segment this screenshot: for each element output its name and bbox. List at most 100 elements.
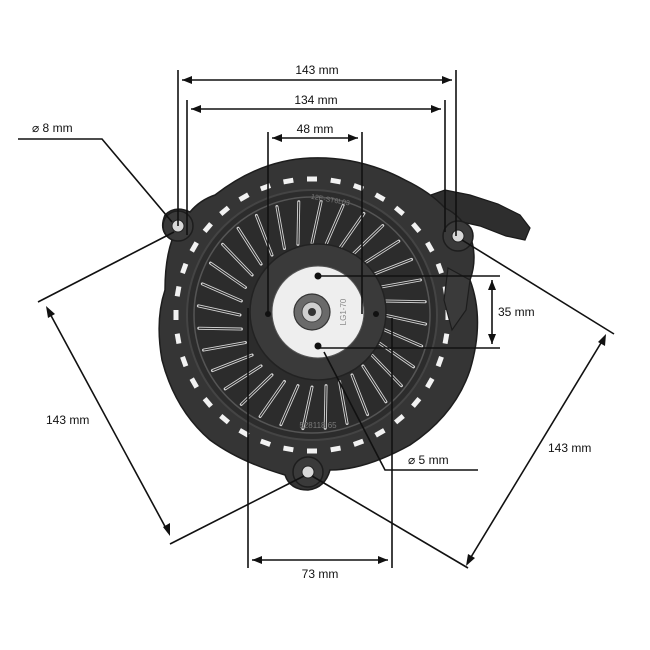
vent-slot	[393, 414, 405, 425]
rib-shadow	[255, 215, 273, 256]
arrow-right-diag-bottom	[466, 554, 475, 566]
vent-slot	[283, 177, 294, 185]
vent-slot	[202, 222, 213, 234]
rib-shadow	[383, 314, 426, 325]
vent-slot	[442, 333, 450, 344]
arrow-left-diag-bottom	[163, 523, 170, 536]
arrow-48-right	[348, 134, 358, 142]
label-small-hole-diameter: ⌀ 5 mm	[408, 453, 449, 467]
rib-shadow	[371, 258, 412, 276]
ext-line-left-diag-bottom	[169, 475, 305, 545]
label-bottom-span: 73 mm	[302, 567, 339, 581]
rib-shadow	[382, 300, 426, 303]
rib-shadow	[302, 386, 313, 429]
vent-slot	[307, 176, 317, 182]
mount-hole-bottom	[301, 465, 315, 479]
arrow-143-left	[182, 76, 192, 84]
rib-shadow	[311, 201, 322, 244]
vent-slot	[173, 310, 179, 320]
dim-line-left-diag	[47, 309, 169, 533]
rib-shadow	[362, 365, 387, 403]
vent-slot	[189, 377, 199, 389]
vent-slot	[425, 241, 435, 253]
rib-shadow	[237, 227, 262, 265]
rib-shadow	[210, 262, 246, 288]
arrow-left-diag-top	[46, 306, 55, 318]
vent-slot	[411, 222, 422, 234]
vent-slot	[180, 262, 189, 275]
vent-slot	[435, 355, 444, 368]
vent-slot	[425, 377, 435, 389]
vent-slot	[435, 262, 444, 275]
label-width-inner: 134 mm	[294, 93, 337, 107]
small-hole-right	[373, 311, 379, 317]
rib-shadow	[324, 385, 327, 429]
vent-slot	[283, 445, 294, 453]
rib-shadow	[198, 305, 241, 316]
rib-shadow	[325, 205, 344, 245]
vent-slot	[238, 192, 250, 202]
vent-slot	[180, 355, 189, 368]
bottom-marking: 528118 65	[299, 421, 337, 430]
mount-hole-right	[451, 229, 465, 243]
arrow-48-left	[272, 134, 282, 142]
hub-marking: LG1-70	[339, 298, 348, 325]
rib-shadow	[240, 374, 273, 405]
label-mount-hole-diameter: ⌀ 8 mm	[32, 121, 73, 135]
vent-slot	[219, 414, 231, 425]
vent-slot	[352, 438, 365, 447]
arrow-134-right	[431, 105, 441, 113]
vent-slot	[307, 448, 317, 454]
vent-slot	[374, 192, 386, 202]
rib-shadow	[198, 327, 242, 330]
rib-shadow	[224, 365, 262, 390]
vent-slot	[174, 286, 182, 297]
arrow-134-left	[191, 105, 201, 113]
vent-slot	[219, 205, 231, 216]
vent-slot	[174, 333, 182, 344]
rib-shadow	[280, 385, 299, 425]
arrow-73-right	[378, 556, 388, 564]
rib-shadow	[371, 354, 402, 387]
arrow-right-diag-top	[598, 334, 606, 346]
dim-line-right-diag	[467, 337, 605, 563]
leader-8mm	[18, 138, 173, 223]
ext-line-right-diag-bottom	[311, 475, 469, 569]
label-left-diagonal: 143 mm	[46, 413, 89, 427]
vent-slot	[374, 428, 386, 438]
arrow-35-bottom	[488, 334, 496, 344]
vent-slot	[393, 205, 405, 216]
dimension-labels: 143 mm 134 mm 48 mm ⌀ 8 mm 35 mm ⌀ 5 mm …	[32, 63, 591, 581]
arrow-73-left	[252, 556, 262, 564]
label-right-diagonal: 143 mm	[548, 441, 591, 455]
rib-shadow	[202, 283, 242, 302]
label-pawl-span: 48 mm	[297, 122, 334, 136]
rib-shadow	[351, 225, 384, 256]
recoil-starter-icon: 12E-ST6L03 528118 65 LG1-70	[158, 157, 531, 491]
vent-slot	[411, 396, 422, 408]
inner-rim	[193, 196, 431, 434]
vent-slot	[259, 438, 272, 447]
rib-shadow	[351, 374, 369, 415]
vent-slot	[330, 177, 341, 185]
rib-shadow	[276, 206, 286, 249]
radial-ribs	[196, 199, 428, 431]
dimension-lines	[18, 70, 615, 569]
rope-guide	[443, 267, 471, 332]
rib-shadow	[338, 381, 348, 424]
rib-shadow	[339, 213, 365, 249]
arrow-143-right	[442, 76, 452, 84]
leader-5mm	[323, 351, 478, 471]
rib-shadow	[222, 243, 253, 276]
label-vertical-offset: 35 mm	[498, 305, 535, 319]
vent-slot	[189, 241, 199, 253]
rib-shadow	[378, 279, 421, 289]
vent-slot	[238, 428, 250, 438]
rib-shadow	[259, 381, 285, 417]
rib-shadow	[362, 240, 400, 265]
label-width-outer: 143 mm	[295, 63, 338, 77]
hub-bolt-center	[308, 308, 316, 316]
rib-shadow	[382, 328, 422, 347]
ext-line-left-diag-top	[37, 231, 175, 303]
